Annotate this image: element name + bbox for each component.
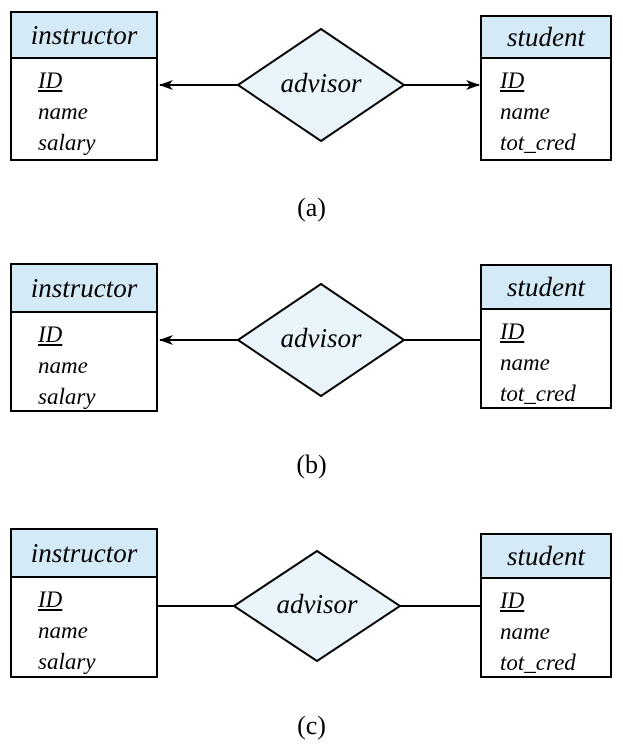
primary-key-attribute: ID bbox=[38, 68, 63, 93]
attribute-list: ID name tot_cred bbox=[482, 310, 610, 409]
attribute: name bbox=[38, 99, 88, 124]
figure-caption: (b) bbox=[296, 450, 327, 479]
instructor-entity: instructor ID name salary bbox=[10, 528, 158, 678]
relationship-connectors bbox=[159, 282, 480, 398]
student-entity: student ID name tot_cred bbox=[480, 533, 612, 678]
attribute-list: ID name salary bbox=[12, 59, 156, 158]
relationship-connectors bbox=[158, 549, 480, 663]
entity-name: student bbox=[482, 17, 610, 59]
attribute: tot_cred bbox=[500, 381, 576, 406]
entity-name: instructor bbox=[12, 265, 156, 313]
relationship-diamond bbox=[236, 282, 406, 398]
instructor-entity: instructor ID name salary bbox=[10, 263, 158, 412]
relationship-connectors bbox=[159, 27, 480, 143]
attribute: name bbox=[500, 350, 550, 375]
entity-name: instructor bbox=[12, 13, 156, 59]
relationship-name: advisor bbox=[280, 323, 362, 353]
entity-name: student bbox=[482, 535, 610, 579]
attribute-list: ID name salary bbox=[12, 313, 156, 412]
attribute: name bbox=[38, 353, 88, 378]
attribute-list: ID name tot_cred bbox=[482, 579, 610, 678]
primary-key-attribute: ID bbox=[500, 319, 525, 344]
student-entity: student ID name tot_cred bbox=[480, 264, 612, 409]
primary-key-attribute: ID bbox=[500, 588, 525, 613]
relationship-diamond bbox=[232, 549, 402, 663]
attribute: name bbox=[38, 618, 88, 643]
primary-key-attribute: ID bbox=[38, 322, 63, 347]
relationship-diamond bbox=[236, 27, 406, 143]
entity-name: instructor bbox=[12, 530, 156, 578]
attribute: tot_cred bbox=[500, 130, 576, 155]
figure-caption: (a) bbox=[297, 193, 326, 222]
entity-name: student bbox=[482, 266, 610, 310]
attribute: salary bbox=[38, 130, 96, 155]
attribute: tot_cred bbox=[500, 650, 576, 675]
attribute-list: ID name tot_cred bbox=[482, 59, 610, 158]
figure-caption: (c) bbox=[297, 711, 326, 740]
instructor-entity: instructor ID name salary bbox=[10, 11, 158, 161]
attribute: salary bbox=[38, 649, 96, 674]
attribute: name bbox=[500, 99, 550, 124]
primary-key-attribute: ID bbox=[38, 587, 63, 612]
relationship-name: advisor bbox=[276, 589, 358, 619]
relationship-name: advisor bbox=[280, 68, 362, 98]
attribute-list: ID name salary bbox=[12, 578, 156, 677]
primary-key-attribute: ID bbox=[500, 68, 525, 93]
attribute: name bbox=[500, 619, 550, 644]
student-entity: student ID name tot_cred bbox=[480, 15, 612, 161]
attribute: salary bbox=[38, 384, 96, 409]
